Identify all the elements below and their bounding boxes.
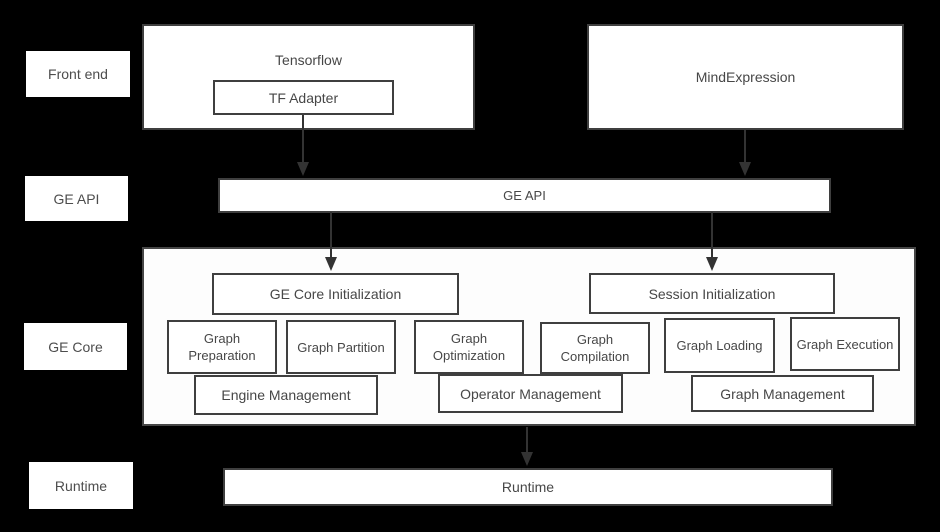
graph-compilation-box: Graph Compilation [540,322,650,374]
tensorflow-container: Tensorflow TF Adapter [142,24,475,130]
tensorflow-label: Tensorflow [275,52,342,68]
graph-execution-box: Graph Execution [790,317,900,371]
ge-core-initialization-box: GE Core Initialization [212,273,459,315]
ge-api-bar: GE API [218,178,831,213]
graph-loading-box: Graph Loading [664,318,775,373]
graph-partition-box: Graph Partition [286,320,396,374]
arrow-mindexpression-to-ge-api-icon [739,130,751,176]
arrow-ge-api-to-ge-core-initialization-icon [325,212,337,271]
graph-management-box: Graph Management [691,375,874,412]
row-label-ge-core: GE Core [24,323,127,370]
runtime-bar: Runtime [223,468,833,506]
graph-optimization-box: Graph Optimization [414,320,524,374]
engine-management-box: Engine Management [194,375,378,415]
tf-adapter-box: TF Adapter [213,80,394,115]
graph-preparation-box: Graph Preparation [167,320,277,374]
operator-management-box: Operator Management [438,374,623,413]
ge-core-container: GE Core Initialization Session Initializ… [142,247,916,426]
arrow-ge-core-to-runtime-icon [521,427,533,466]
arrow-ge-api-to-session-initialization-icon [706,212,718,271]
row-label-front-end: Front end [26,51,130,97]
arrow-tf-adapter-to-ge-api-icon [297,115,309,176]
session-initialization-box: Session Initialization [589,273,835,314]
row-label-runtime: Runtime [29,462,133,509]
mindexpression-box: MindExpression [587,24,904,130]
row-label-ge-api: GE API [25,176,128,221]
